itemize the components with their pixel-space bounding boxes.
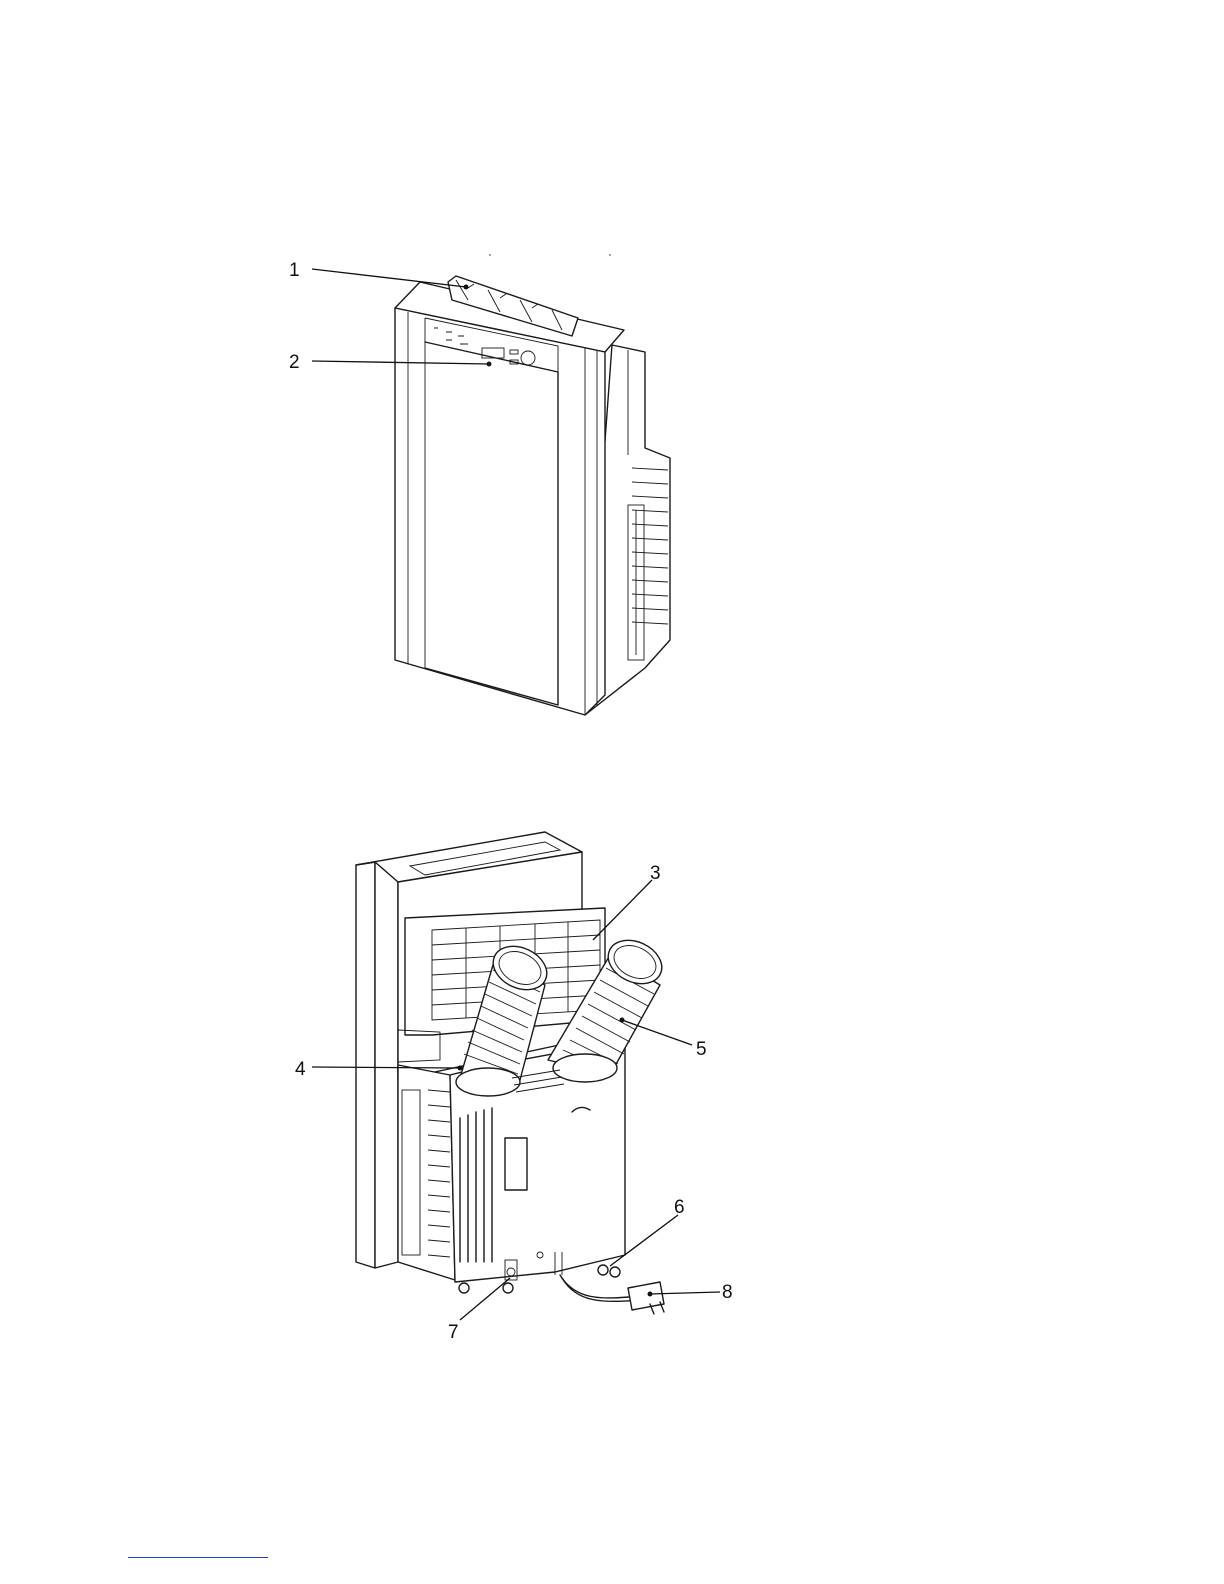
callout-1: 1: [289, 260, 300, 281]
callout-5: 5: [696, 1039, 707, 1060]
callout-8: 8: [722, 1282, 733, 1303]
callout-6: 6: [674, 1197, 685, 1218]
callout-3: 3: [650, 863, 661, 884]
footer-rule: [128, 1557, 268, 1558]
callout-4: 4: [295, 1059, 306, 1080]
leader-1: [312, 269, 466, 287]
callout-2: 2: [289, 352, 300, 373]
front-view-unit: [395, 276, 670, 715]
callout-7: 7: [448, 1322, 459, 1343]
